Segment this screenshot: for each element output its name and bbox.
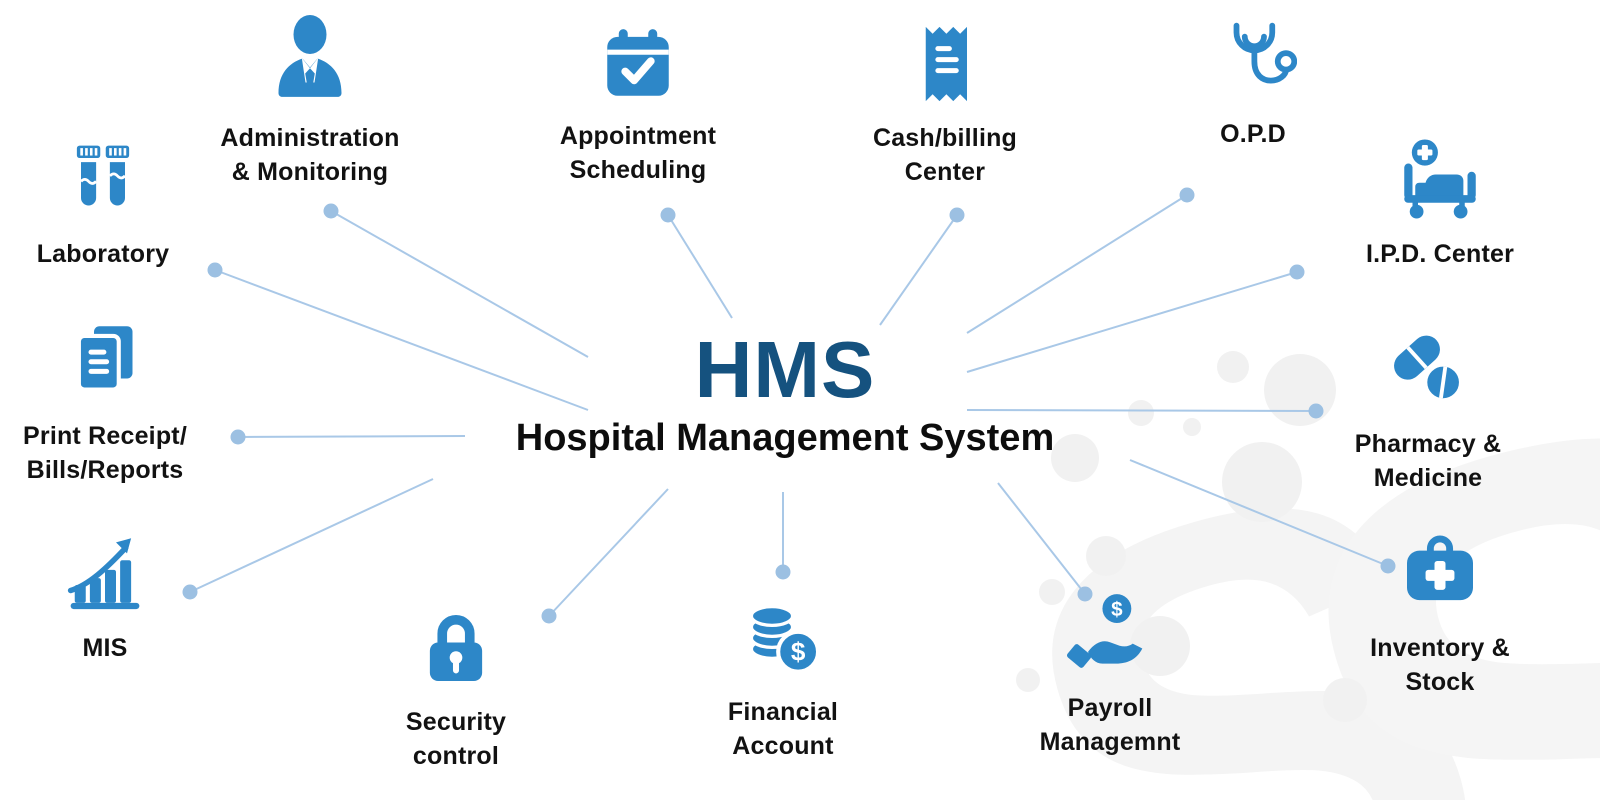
module-security-control: Security control bbox=[336, 604, 576, 773]
growth-chart-icon bbox=[61, 530, 149, 618]
module-cash-billing-center: Cash/billing Center bbox=[825, 20, 1065, 189]
background-dot bbox=[1016, 668, 1040, 692]
first-aid-kit-icon bbox=[1396, 530, 1484, 618]
background-dot bbox=[1264, 354, 1336, 426]
background-dot bbox=[1130, 616, 1190, 676]
module-label: MIS bbox=[82, 634, 128, 662]
background-dot bbox=[1039, 579, 1065, 605]
module-label: Inventory & Stock bbox=[1370, 634, 1510, 696]
module-label: Cash/billing Center bbox=[872, 124, 1018, 186]
stethoscope-icon bbox=[1209, 16, 1297, 104]
padlock-icon bbox=[412, 604, 500, 692]
module-opd: O.P.D bbox=[1133, 16, 1373, 151]
module-administration-monitoring: Administration & Monitoring bbox=[190, 12, 430, 189]
module-label: Print Receipt/ Bills/Reports bbox=[23, 422, 187, 484]
module-financial-account: $ Financial Account bbox=[663, 594, 903, 763]
businessman-icon bbox=[262, 12, 358, 108]
svg-text:$: $ bbox=[1111, 598, 1123, 621]
background-dot bbox=[1183, 418, 1201, 436]
documents-icon bbox=[61, 318, 149, 406]
module-ipd-center: I.P.D. Center bbox=[1320, 136, 1560, 271]
calendar-check-icon bbox=[597, 24, 679, 106]
background-dot bbox=[1323, 678, 1367, 722]
module-label: Appointment Scheduling bbox=[559, 122, 717, 184]
module-mis: MIS bbox=[0, 530, 225, 665]
module-label: O.P.D bbox=[1220, 120, 1286, 148]
hospital-bed-icon bbox=[1396, 136, 1484, 224]
background-dot bbox=[1086, 536, 1126, 576]
hms-subtitle: Hospital Management System bbox=[515, 417, 1055, 459]
background-dot bbox=[1217, 351, 1249, 383]
module-pharmacy-medicine: Pharmacy & Medicine bbox=[1308, 326, 1548, 495]
module-label: I.P.D. Center bbox=[1365, 240, 1515, 268]
module-inventory-stock: Inventory & Stock bbox=[1320, 530, 1560, 699]
pills-icon bbox=[1384, 326, 1472, 414]
module-appointment-scheduling: Appointment Scheduling bbox=[518, 24, 758, 187]
test-tubes-icon bbox=[59, 136, 147, 224]
svg-text:$: $ bbox=[791, 637, 806, 667]
background-dot bbox=[1128, 400, 1154, 426]
module-print-receipt-bills-reports: Print Receipt/ Bills/Reports bbox=[0, 318, 225, 487]
hms-acronym: HMS bbox=[694, 325, 876, 414]
background-dot bbox=[1051, 434, 1099, 482]
receipt-icon bbox=[901, 20, 989, 108]
module-label: Payroll Managemnt bbox=[1039, 694, 1181, 756]
center-title-block: HMS Hospital Management System bbox=[516, 330, 1054, 460]
hand-dollar-icon: $ bbox=[1066, 590, 1154, 678]
module-label: Financial Account bbox=[727, 698, 839, 760]
module-label: Laboratory bbox=[36, 240, 170, 268]
module-label: Pharmacy & Medicine bbox=[1354, 430, 1502, 492]
background-dot bbox=[1222, 442, 1302, 522]
coins-dollar-icon: $ bbox=[739, 594, 827, 682]
module-label: Security control bbox=[405, 708, 507, 770]
module-payroll-management: $ Payroll Managemnt bbox=[990, 590, 1230, 759]
module-label: Administration & Monitoring bbox=[220, 124, 400, 186]
module-laboratory: Laboratory bbox=[0, 136, 223, 271]
